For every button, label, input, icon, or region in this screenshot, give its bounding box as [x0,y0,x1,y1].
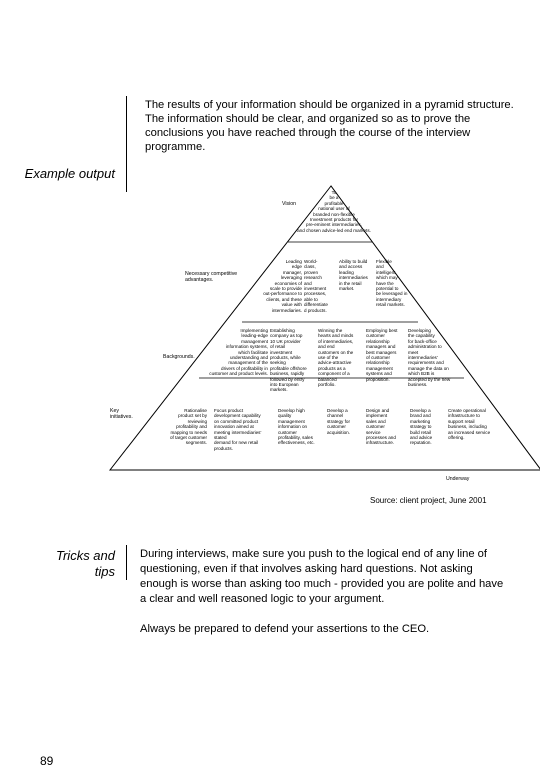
pyramid-outline [108,185,540,471]
background-3: Winning the hearts and minds of intermed… [318,328,354,388]
background-1: Implementing leading-edge management inf… [209,328,268,377]
backgrounds-label: Backgrounds. [163,354,195,360]
advantage-4: Flexible and intelligent which may have … [376,259,408,308]
background-4: Employing best customer relationship man… [366,328,398,382]
initiative-7: Create operational infrastructure to sup… [448,408,491,441]
tip-paragraph-1: During interviews, make sure you push to… [140,548,504,605]
initiative-3: Develop high quality management informat… [278,408,315,446]
background-5: Developing the capability for back-offic… [408,328,451,388]
underway-label: Underway [446,476,470,482]
advantage-1: Leading edge manager, leveraging economi… [263,259,302,313]
vision-text: To be a profitable national user of bran… [297,190,371,233]
vision-label: Vision [282,201,297,207]
source-caption: Source: client project, June 2001 [370,496,487,505]
example-output-label: Example output [24,166,115,181]
intro-paragraph: The results of your information should b… [145,99,514,153]
tip-paragraph-2: Always be prepared to defend your assert… [140,623,430,635]
margin-rule-bottom [126,545,127,580]
initiatives-label: Key initiatives. [110,408,133,420]
initiative-6: Develop a brand and marketing strategy t… [410,408,433,446]
background-2: Establishing company as top 10 UK provid… [270,328,307,393]
initiative-4: Develop a channel strategy for customer … [327,408,350,435]
advantages-label: Necessary competitive advantages. [185,271,238,283]
advantage-3: Ability to build and access leading inte… [339,259,368,292]
page-number: 89 [40,754,54,768]
advantage-2: World- class, proven research and invest… [304,259,328,313]
initiative-5: Design and implement sales and customer … [366,408,396,446]
initiative-2: Focus product development capability on … [214,408,262,451]
tricks-and-tips-label: Tricks and tips [56,548,115,579]
pyramid-diagram [108,185,540,471]
margin-rule-top [126,96,127,192]
initiative-1: Rationalise product set by reviewing pro… [169,408,207,446]
